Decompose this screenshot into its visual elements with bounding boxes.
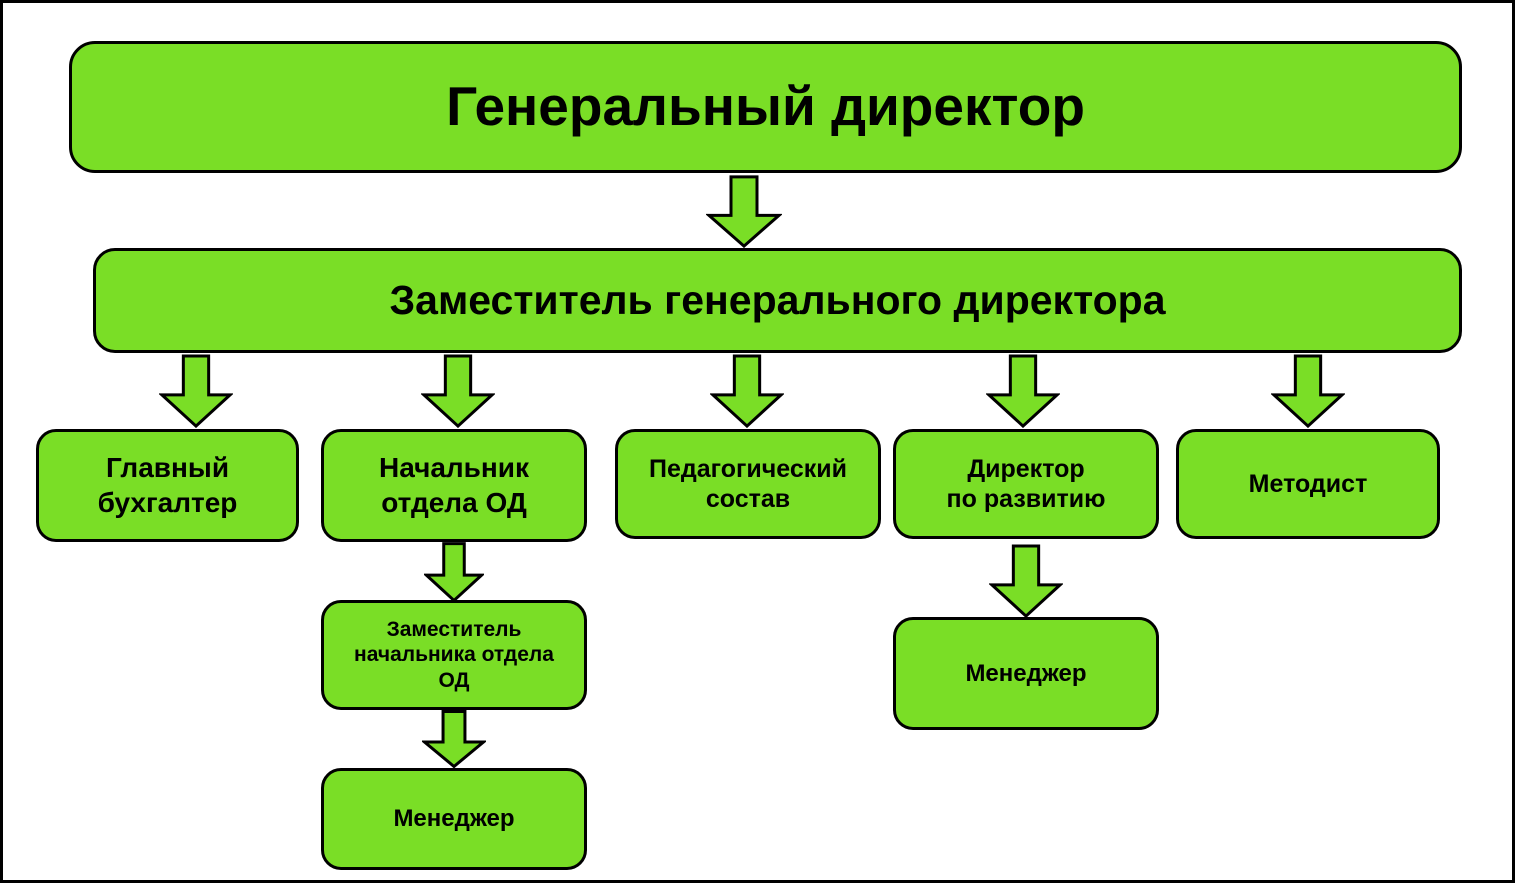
node-label: Педагогический состав [648,454,848,514]
node-label: Методист [1248,469,1368,498]
node-label: Главный бухгалтер [97,452,238,518]
down-arrow-icon [986,354,1060,428]
node-label: Заместитель начальника отдела ОД [354,617,554,692]
node-methodist: Методист [1176,429,1440,539]
down-arrow-icon [159,354,233,428]
node-deputy-head-of-od-department: Заместитель начальника отдела ОД [321,600,587,710]
down-arrow-icon [1271,354,1345,428]
node-label: Менеджер [965,659,1087,687]
node-head-of-od-department: Начальник отдела ОД [321,429,587,542]
down-arrow-icon [989,544,1063,618]
node-general-director: Генеральный директор [69,41,1462,173]
node-label: Заместитель генерального директора [389,277,1166,324]
node-deputy-general-director: Заместитель генерального директора [93,248,1462,353]
down-arrow-icon [421,354,495,428]
node-label: Начальник отдела ОД [378,452,530,518]
node-label: Менеджер [393,805,515,833]
down-arrow-icon [706,175,782,248]
down-arrow-icon [422,710,486,768]
node-pedagogical-staff: Педагогический состав [615,429,881,539]
node-manager-od: Менеджер [321,768,587,870]
node-chief-accountant: Главный бухгалтер [36,429,299,542]
node-manager-development: Менеджер [893,617,1159,730]
node-label: Генеральный директор [446,75,1085,138]
down-arrow-icon [424,542,484,602]
down-arrow-icon [710,354,784,428]
node-label: Директор по развитию [946,454,1106,514]
node-development-director: Директор по развитию [893,429,1159,539]
